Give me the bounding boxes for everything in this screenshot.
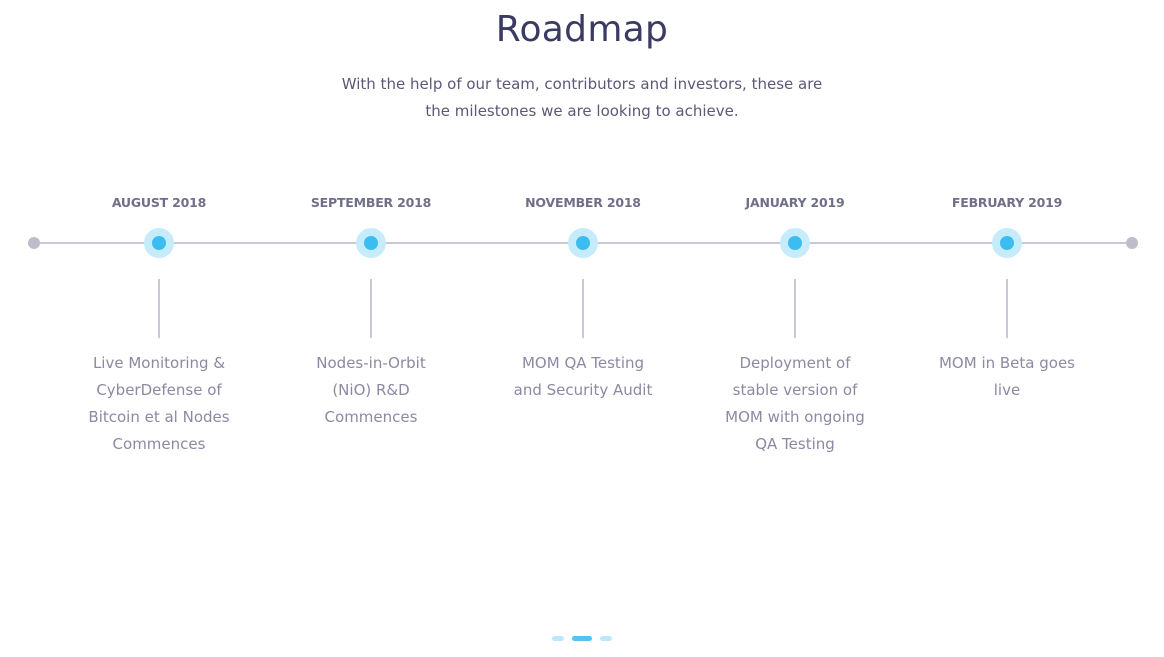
milestone-november-2018: NOVEMBER 2018 MOM QA Testing and Securit… — [488, 190, 678, 404]
carousel-pagination — [0, 636, 1164, 641]
milestone-date: SEPTEMBER 2018 — [310, 195, 432, 210]
milestone-connector — [794, 279, 796, 338]
milestone-connector — [582, 279, 584, 338]
milestone-marker-icon — [780, 228, 810, 258]
milestone-date: AUGUST 2018 — [111, 195, 207, 210]
milestone-connector — [1006, 279, 1008, 338]
milestone-date: NOVEMBER 2018 — [525, 195, 641, 210]
milestone-february-2019: FEBRUARY 2019 MOM in Beta goes live — [912, 190, 1102, 404]
page-title: Roadmap — [495, 9, 669, 50]
timeline-end-dot — [1126, 237, 1138, 249]
pagination-dot-3[interactable] — [600, 636, 612, 641]
milestone-date: FEBRUARY 2019 — [951, 195, 1063, 210]
milestone-marker-icon — [144, 228, 174, 258]
milestone-september-2018: SEPTEMBER 2018 Nodes-in-Orbit (NiO) R&D … — [276, 190, 466, 431]
milestone-date: JANUARY 2019 — [745, 195, 845, 210]
milestone-description: Nodes-in-Orbit (NiO) R&D Commences — [316, 354, 426, 426]
milestone-description: Deployment of stable version of MOM with… — [725, 354, 865, 453]
milestone-connector — [370, 279, 372, 338]
milestone-marker-icon — [568, 228, 598, 258]
page-subtitle: With the help of our team, contributors … — [341, 75, 823, 120]
pagination-dot-1[interactable] — [552, 636, 564, 641]
milestone-connector — [158, 279, 160, 338]
milestone-marker-icon — [356, 228, 386, 258]
milestone-august-2018: AUGUST 2018 Live Monitoring & CyberDefen… — [64, 190, 254, 458]
milestone-january-2019: JANUARY 2019 Deployment of stable versio… — [700, 190, 890, 458]
timeline-start-dot — [28, 237, 40, 249]
milestone-description: Live Monitoring & CyberDefense of Bitcoi… — [88, 354, 230, 453]
milestone-description: MOM in Beta goes live — [938, 354, 1075, 399]
milestone-description: MOM QA Testing and Security Audit — [513, 354, 653, 399]
milestone-marker-icon — [992, 228, 1022, 258]
pagination-dot-2[interactable] — [572, 636, 592, 641]
